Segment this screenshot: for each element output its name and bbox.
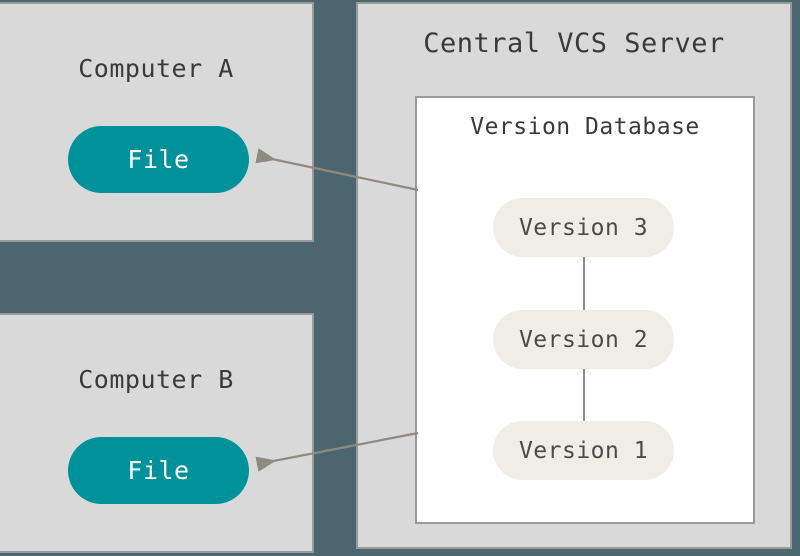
version-node-2-label: Version 2 (518, 326, 649, 353)
version-node-2[interactable]: Version 2 (493, 310, 674, 369)
computer-b-title: Computer B (78, 365, 234, 394)
version-node-1[interactable]: Version 1 (493, 421, 674, 480)
central-vcs-server-title: Central VCS Server (423, 28, 725, 59)
central-vcs-server-panel: Central VCS Server Version Database Vers… (356, 2, 792, 549)
computer-b-panel: Computer B File (0, 313, 314, 553)
version-connector-3-to-2 (583, 257, 585, 310)
version-node-3[interactable]: Version 3 (493, 198, 674, 257)
computer-b-file-node[interactable]: File (68, 437, 249, 504)
version-node-1-label: Version 1 (518, 437, 649, 464)
computer-b-file-label: File (127, 456, 190, 485)
version-database-box: Version Database Version 3 Version 2 Ver… (415, 96, 755, 524)
version-database-title: Version Database (470, 114, 700, 140)
version-connector-2-to-1 (583, 369, 585, 421)
computer-a-panel: Computer A File (0, 2, 314, 242)
computer-a-title: Computer A (78, 54, 234, 83)
version-node-3-label: Version 3 (518, 214, 649, 241)
computer-a-file-label: File (127, 145, 190, 174)
computer-a-file-node[interactable]: File (68, 126, 249, 193)
